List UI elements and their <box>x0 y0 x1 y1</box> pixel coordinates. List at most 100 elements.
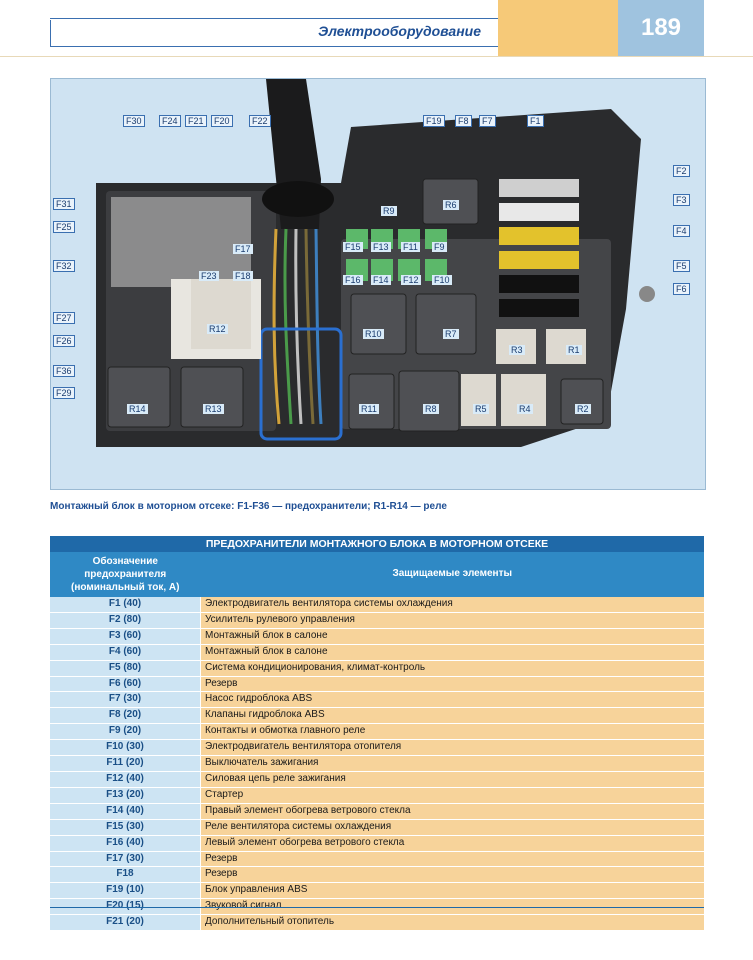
fuse-code: F3 (60) <box>50 628 201 645</box>
protected-element: Клапаны гидроблока ABS <box>200 707 704 725</box>
fuse-code: F2 (80) <box>50 612 201 629</box>
callout-f29: F29 <box>53 383 75 401</box>
col1-header-line1: Обозначение <box>92 556 158 567</box>
callout-f27: F27 <box>53 308 75 326</box>
header-divider <box>0 56 753 57</box>
table-row: F12 (40)Силовая цепь реле зажигания <box>50 771 704 788</box>
fuse-code: F10 (30) <box>50 739 201 757</box>
callout-f22: F22 <box>249 111 271 129</box>
figure-caption: Монтажный блок в моторном отсеке: F1-F36… <box>50 501 447 512</box>
page-number: 189 <box>618 0 704 56</box>
fuse-code: F17 (30) <box>50 851 201 868</box>
label-r8: R8 <box>423 404 439 414</box>
column-header-protected: Защищаемые элементы <box>200 552 704 597</box>
callout-f20: F20 <box>211 111 233 129</box>
table-title: ПРЕДОХРАНИТЕЛИ МОНТАЖНОГО БЛОКА В МОТОРН… <box>50 536 704 552</box>
protected-element: Левый элемент обогрева ветрового стекла <box>200 835 704 852</box>
col1-header-line3: (номинальный ток, А) <box>71 582 180 593</box>
label-r13: R13 <box>203 404 224 414</box>
callout-f3: F3 <box>673 190 690 208</box>
table-row: F1 (40)Электродвигатель вентилятора сист… <box>50 597 704 613</box>
protected-element: Дополнительный отопитель <box>200 914 704 932</box>
protected-element: Выключатель зажигания <box>200 755 704 772</box>
section-title: Электрооборудование <box>318 23 481 39</box>
table-row: F14 (40)Правый элемент обогрева ветровог… <box>50 803 704 820</box>
fuse-box-illustration <box>96 79 655 447</box>
protected-element: Блок управления ABS <box>200 882 704 900</box>
label-r3: R3 <box>509 345 525 355</box>
callout-f32: F32 <box>53 256 75 274</box>
label-f17: F17 <box>233 244 253 254</box>
label-f11: F11 <box>401 242 420 252</box>
table-row: F10 (30)Электродвигатель вентилятора ото… <box>50 739 704 757</box>
fuse-code: F1 (40) <box>50 597 201 613</box>
protected-element: Стартер <box>200 787 704 804</box>
column-header-designation: Обозначение предохранителя (номинальный … <box>50 552 201 597</box>
label-f13: F13 <box>371 242 391 252</box>
fuse-code: F12 (40) <box>50 771 201 788</box>
callout-f19: F19 <box>423 111 445 129</box>
table-row: F15 (30)Реле вентилятора системы охлажде… <box>50 819 704 836</box>
protected-element: Звуковой сигнал <box>200 898 704 916</box>
header-box: Электрооборудование <box>50 20 499 47</box>
protected-element: Контакты и обмотка главного реле <box>200 723 704 741</box>
fuse-code: F6 (60) <box>50 676 201 693</box>
fuse-code: F7 (30) <box>50 691 201 709</box>
fuse-code: F15 (30) <box>50 819 201 836</box>
fuse-code: F9 (20) <box>50 723 201 741</box>
table-row: F20 (15)Звуковой сигнал <box>50 898 704 916</box>
table-row: F21 (20)Дополнительный отопитель <box>50 914 704 932</box>
table-row: F16 (40)Левый элемент обогрева ветрового… <box>50 835 704 852</box>
callout-f31: F31 <box>53 194 75 212</box>
label-f16: F16 <box>343 275 363 285</box>
header-accent-block <box>498 0 618 56</box>
protected-element: Резерв <box>200 866 704 884</box>
fuse-code: F4 (60) <box>50 644 201 661</box>
callout-f5: F5 <box>673 256 690 274</box>
fuse-table: ПРЕДОХРАНИТЕЛИ МОНТАЖНОГО БЛОКА В МОТОРН… <box>50 536 704 932</box>
table-row: F13 (20)Стартер <box>50 787 704 804</box>
callout-f26: F26 <box>53 331 75 349</box>
protected-element: Монтажный блок в салоне <box>200 628 704 645</box>
label-f14: F14 <box>371 275 391 285</box>
table-bottom-rule <box>50 907 704 908</box>
label-r4: R4 <box>517 404 533 414</box>
table-row: F11 (20)Выключатель зажигания <box>50 755 704 772</box>
fuse-code: F20 (15) <box>50 898 201 916</box>
label-r7: R7 <box>443 329 459 339</box>
label-r11: R11 <box>359 404 379 414</box>
label-f15: F15 <box>343 242 363 252</box>
fuse-code: F5 (80) <box>50 660 201 677</box>
fuse-code: F13 (20) <box>50 787 201 804</box>
table-row: F9 (20)Контакты и обмотка главного реле <box>50 723 704 741</box>
fuse-code: F11 (20) <box>50 755 201 772</box>
callout-f7: F7 <box>479 111 496 129</box>
table-row: F17 (30)Резерв <box>50 851 704 868</box>
protected-element: Насос гидроблока ABS <box>200 691 704 709</box>
fuse-code: F16 (40) <box>50 835 201 852</box>
fuse-code: F14 (40) <box>50 803 201 820</box>
label-f9: F9 <box>432 242 447 252</box>
protected-element: Резерв <box>200 676 704 693</box>
col1-header-line2: предохранителя <box>84 569 167 580</box>
fuse-box-photo: F30 F24 F21 F20 F22 F19 F8 F7 F1 F2 F3 F… <box>50 78 706 490</box>
table-row: F5 (80)Система кондиционирования, климат… <box>50 660 704 677</box>
label-r12: R12 <box>207 324 228 334</box>
label-r10: R10 <box>363 329 384 339</box>
callout-f25: F25 <box>53 217 75 235</box>
label-r9: R9 <box>381 206 397 216</box>
table-body: F1 (40)Электродвигатель вентилятора сист… <box>50 597 704 932</box>
table-row: F8 (20)Клапаны гидроблока ABS <box>50 707 704 725</box>
table-row: F7 (30)Насос гидроблока ABS <box>50 691 704 709</box>
callout-f1: F1 <box>527 111 544 129</box>
label-f23: F23 <box>199 271 219 281</box>
table-row: F19 (10)Блок управления ABS <box>50 882 704 900</box>
label-r6: R6 <box>443 200 459 210</box>
label-f12: F12 <box>401 275 421 285</box>
callout-f2: F2 <box>673 161 690 179</box>
callout-f8: F8 <box>455 111 472 129</box>
label-r1: R1 <box>566 345 582 355</box>
protected-element: Электродвигатель вентилятора системы охл… <box>200 597 704 613</box>
label-f18: F18 <box>233 271 253 281</box>
